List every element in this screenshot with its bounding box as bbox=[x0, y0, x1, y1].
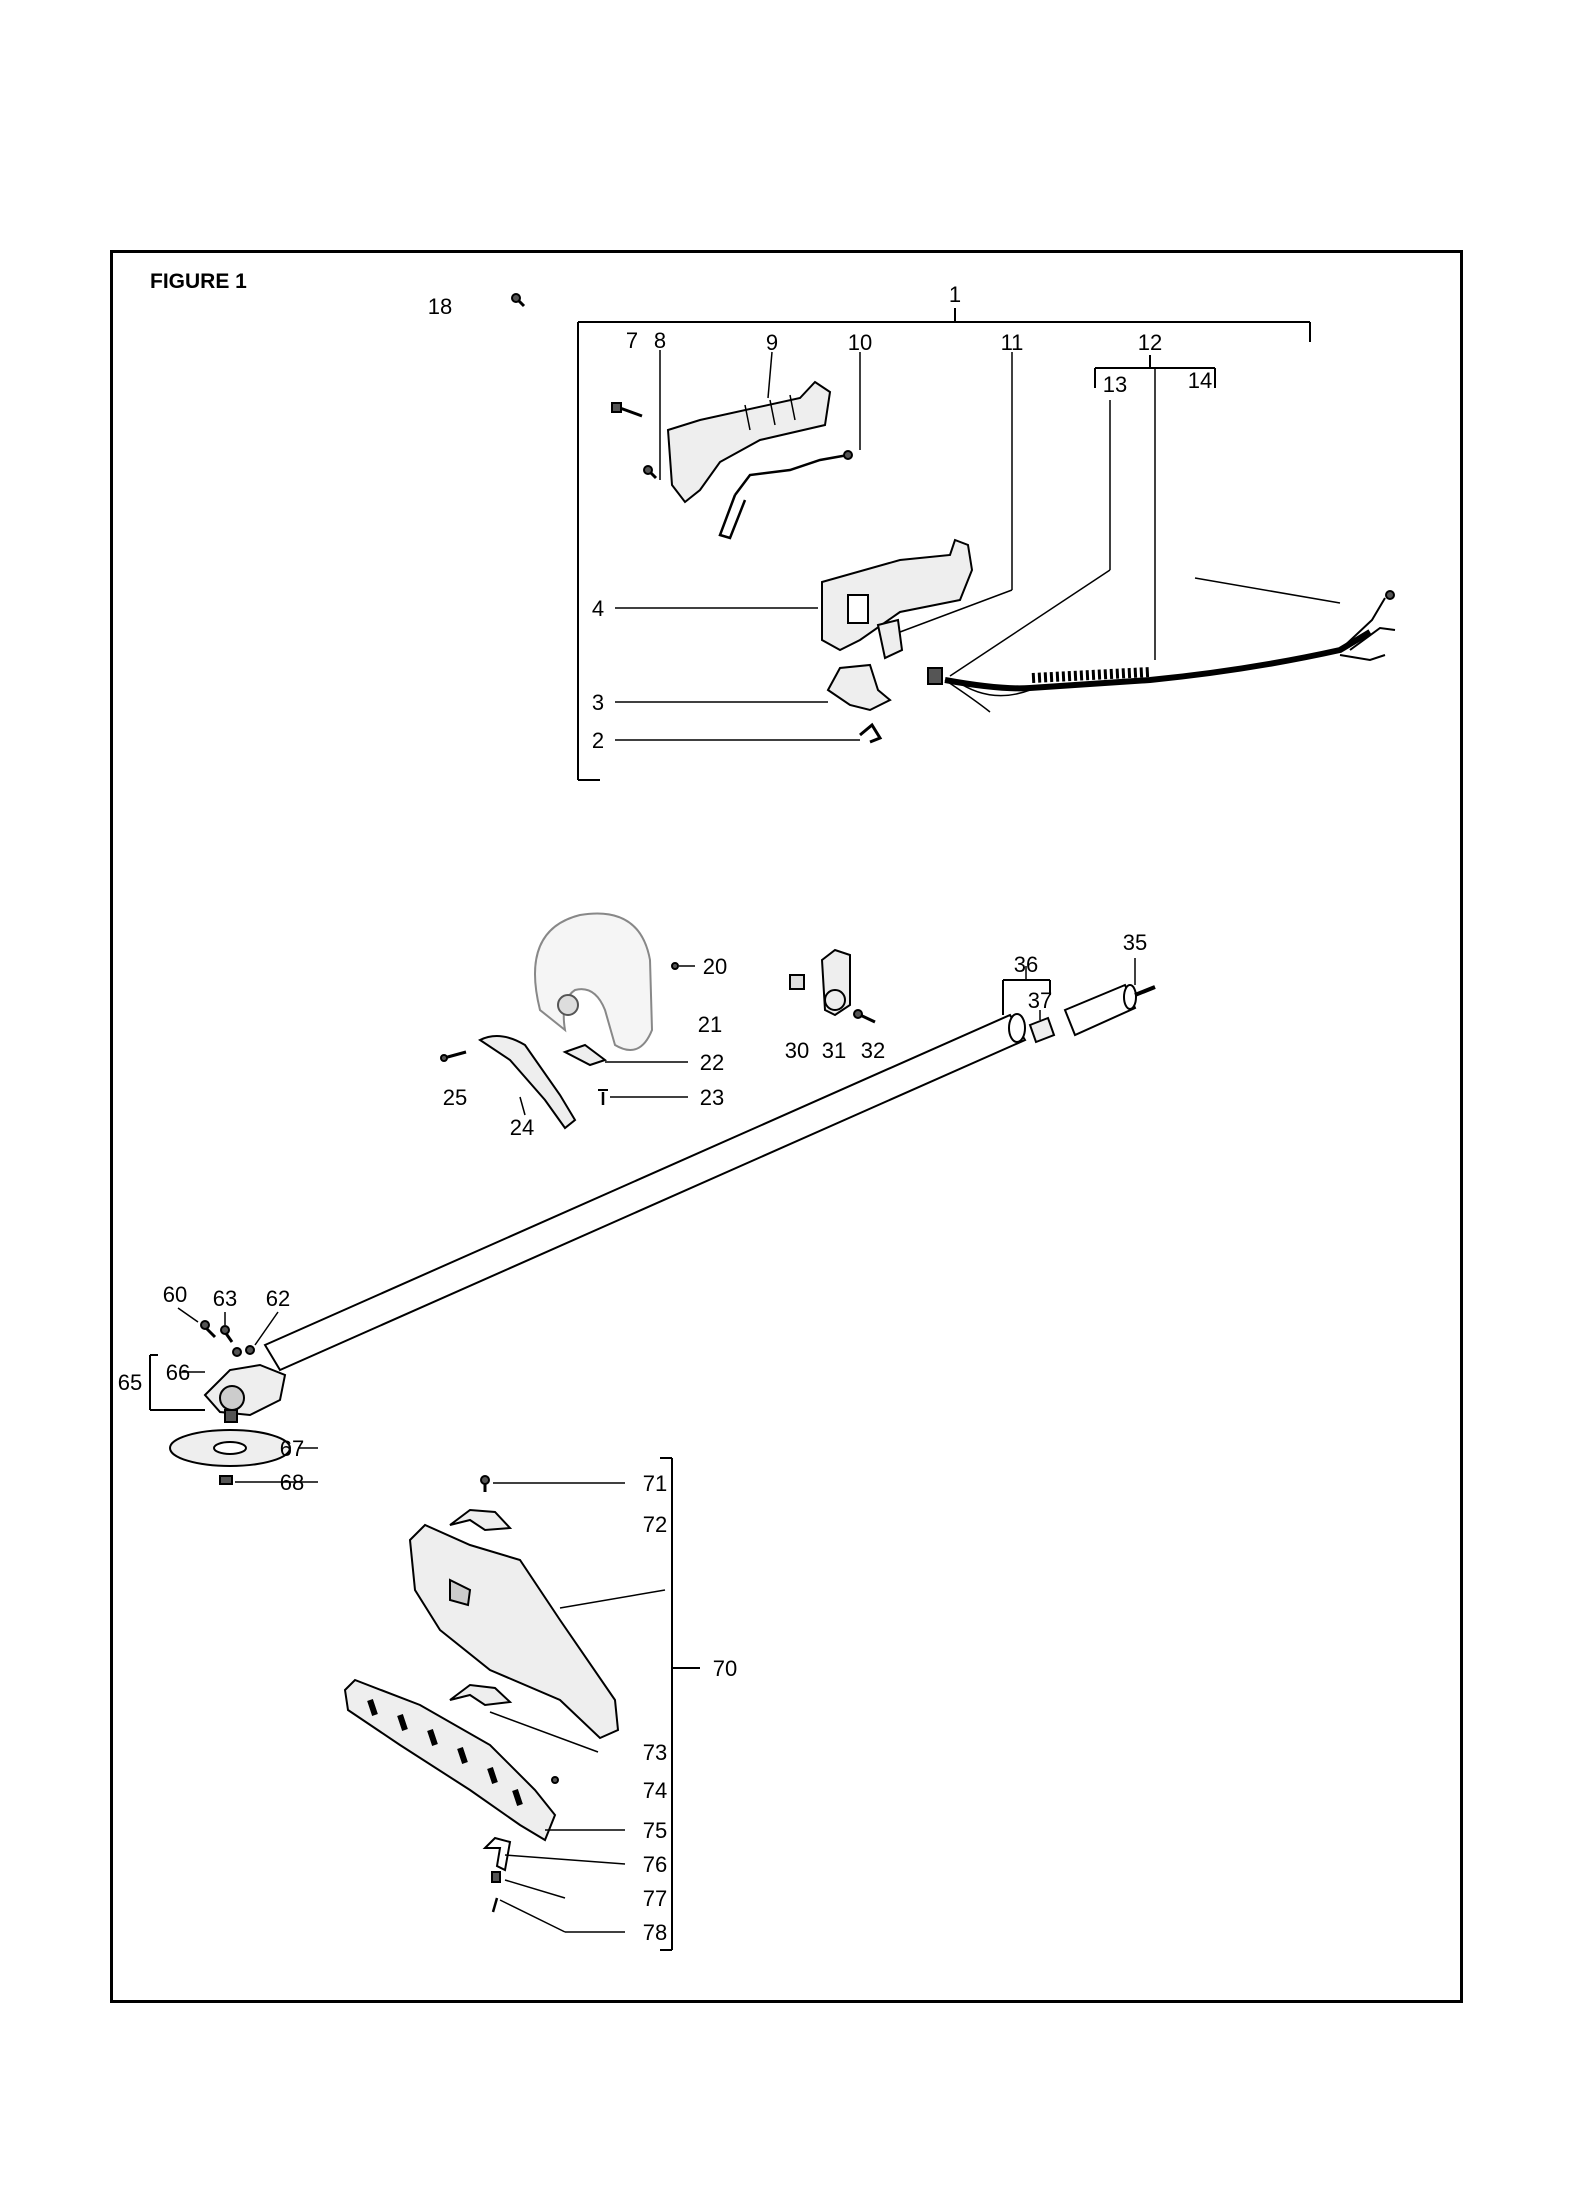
handle-half-9-icon bbox=[666, 380, 832, 504]
callout-37: 37 bbox=[1028, 988, 1052, 1013]
drive-shaft-tube-icon bbox=[263, 1013, 1027, 1372]
callout-66: 66 bbox=[166, 1360, 190, 1385]
callout-25: 25 bbox=[443, 1085, 467, 1110]
callout-8: 8 bbox=[654, 328, 666, 353]
callout-22: 22 bbox=[700, 1050, 724, 1075]
throttle-cable-12-icon bbox=[944, 629, 1372, 692]
loop-handle-21-icon bbox=[534, 912, 654, 1051]
callout-73: 73 bbox=[643, 1740, 667, 1765]
callout-35: 35 bbox=[1123, 930, 1147, 955]
callout-63: 63 bbox=[213, 1286, 237, 1311]
screw-77-icon bbox=[491, 1871, 501, 1883]
callout-13: 13 bbox=[1103, 372, 1127, 397]
callout-4: 4 bbox=[592, 596, 604, 621]
callout-9: 9 bbox=[766, 330, 778, 355]
callout-76: 76 bbox=[643, 1852, 667, 1877]
screw-18-icon bbox=[511, 293, 526, 308]
callout-11: 11 bbox=[1001, 330, 1024, 355]
callout-72: 72 bbox=[643, 1512, 667, 1537]
callout-68: 68 bbox=[280, 1470, 304, 1495]
nut-30-icon bbox=[789, 974, 805, 990]
clamp-73-icon bbox=[449, 1683, 513, 1707]
bracket-3-icon bbox=[826, 663, 892, 712]
screw-8-icon bbox=[643, 465, 658, 480]
spring-2-icon bbox=[859, 722, 883, 744]
guard-skirt-75-icon bbox=[343, 1678, 557, 1842]
callout-71: 71 bbox=[643, 1471, 667, 1496]
screw-78-icon bbox=[491, 1897, 499, 1913]
flex-shaft-35-icon bbox=[1063, 983, 1137, 1037]
switch-13-icon bbox=[927, 667, 943, 685]
callout-3: 3 bbox=[592, 690, 604, 715]
washer-62-icon bbox=[245, 1345, 255, 1355]
handle-bar-24-icon bbox=[478, 1035, 577, 1130]
callout-12: 12 bbox=[1138, 330, 1162, 355]
blade-76-icon bbox=[482, 1836, 512, 1872]
callout-60: 60 bbox=[163, 1282, 187, 1307]
callout-78: 78 bbox=[643, 1920, 667, 1945]
screw-23-icon bbox=[598, 1089, 608, 1105]
callout-23: 23 bbox=[700, 1085, 724, 1110]
clamp-72-icon bbox=[449, 1508, 513, 1532]
bushing-37-icon bbox=[1028, 1016, 1056, 1044]
lever-11-icon bbox=[876, 618, 904, 660]
callout-24: 24 bbox=[510, 1115, 534, 1140]
callout-14: 14 bbox=[1188, 368, 1212, 393]
washer-74-icon bbox=[551, 1776, 559, 1784]
throttle-link-10-icon bbox=[718, 453, 849, 540]
callout-62: 62 bbox=[266, 1286, 290, 1311]
screw-71-icon bbox=[480, 1475, 490, 1492]
callout-2: 2 bbox=[592, 728, 604, 753]
screw-63-icon bbox=[220, 1325, 234, 1343]
callout-32: 32 bbox=[861, 1038, 885, 1063]
callout-77: 77 bbox=[643, 1886, 667, 1911]
callout-70: 70 bbox=[713, 1656, 737, 1681]
callout-74: 74 bbox=[643, 1778, 667, 1803]
callout-18: 18 bbox=[428, 294, 452, 319]
callout-1: 1 bbox=[949, 282, 961, 307]
figure-title: FIGURE 1 bbox=[150, 270, 247, 293]
callout-20: 20 bbox=[703, 954, 727, 979]
callout-31: 31 bbox=[822, 1038, 846, 1063]
callout-65: 65 bbox=[118, 1370, 142, 1395]
clamp-22-icon bbox=[562, 1043, 608, 1067]
callout-21: 21 bbox=[698, 1012, 722, 1037]
bolt-32-icon bbox=[853, 1009, 876, 1024]
screw-25-icon bbox=[440, 1050, 467, 1062]
screw-7-icon bbox=[611, 402, 643, 418]
gear-head-66-icon bbox=[203, 1363, 287, 1417]
screw-20-icon bbox=[671, 962, 695, 970]
callout-36: 36 bbox=[1014, 952, 1038, 977]
callout-67: 67 bbox=[280, 1436, 304, 1461]
callout-75: 75 bbox=[643, 1818, 667, 1843]
screw-60-icon bbox=[200, 1320, 217, 1339]
callout-10: 10 bbox=[848, 330, 872, 355]
guard-72-icon bbox=[408, 1523, 620, 1740]
figure-frame bbox=[110, 250, 1463, 2003]
callout-30: 30 bbox=[785, 1038, 809, 1063]
nut-68-icon bbox=[219, 1475, 233, 1485]
callout-7: 7 bbox=[626, 328, 638, 353]
